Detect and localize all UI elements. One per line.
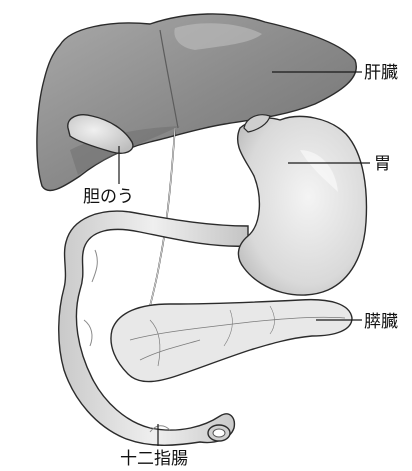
pancreas-label: 膵臓 (364, 312, 398, 332)
gallbladder-label: 胆のう (83, 187, 134, 207)
liver-label: 肝臓 (364, 63, 398, 83)
stomach (238, 115, 367, 295)
pancreas (111, 300, 352, 382)
duodenum-fold-1 (92, 250, 97, 282)
duodenum-label: 十二指腸 (120, 449, 188, 469)
duodenum-fold-2 (84, 320, 92, 346)
stomach-label: 胃 (374, 154, 391, 174)
duodenum-opening-inner (213, 429, 225, 437)
